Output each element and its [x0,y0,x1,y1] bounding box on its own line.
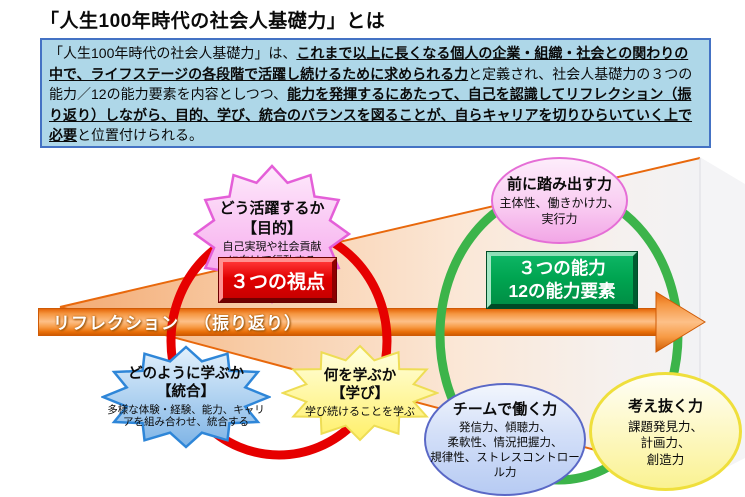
team-ellipse-desc: 発信力、傾聴力、 柔軟性、情況把握力、 規律性、ストレスコントロール力 [430,422,580,479]
definition-text: 「人生100年時代の社会人基礎力」は、これまで以上に長くなる個人の企業・組織・社… [49,45,693,143]
integration-star-title: どのように学ぶか 【統合】 [128,366,244,401]
learning-star-title: 何を学ぶか 【学び】 [323,367,397,402]
forward-ellipse: 前に踏み出す力 主体性、働きかけ力、 実行力 [491,157,628,244]
page-title: 「人生100年時代の社会人基礎力」とは [40,11,386,32]
abilities-box: ３つの能力 12の能力要素 [487,252,637,308]
learning-star-desc: 学び続けることを学ぶ [305,406,415,419]
integration-star-desc: 多様な体験・経験、能力、キャリ アを組み合わせ、統合する [107,403,265,429]
reflection-label-main: リフレクション [53,314,179,333]
definition-box: 「人生100年時代の社会人基礎力」は、これまで以上に長くなる個人の企業・組織・社… [40,38,711,148]
think-ellipse-desc: 課題発見力、 計画力、 創造力 [627,420,703,467]
integration-star: どのように学ぶか 【統合】 多様な体験・経験、能力、キャリ アを組み合わせ、統合… [101,345,271,449]
learning-star-shape [281,344,439,442]
think-ellipse-title: 考え抜く力 [627,398,703,416]
viewpoints-box: ３つの視点 [219,258,336,302]
reflection-label-sub: （振り返り） [194,314,302,333]
forward-ellipse-desc: 主体性、働きかけ力、 実行力 [499,196,620,226]
reflection-arrow-body [38,308,659,336]
integration-star-shape [101,345,271,449]
learning-star: 何を学ぶか 【学び】 学び続けることを学ぶ [281,344,439,442]
purpose-star-title: どう活躍するか 【目的】 [219,200,325,237]
reflection-arrowhead [655,291,706,353]
team-ellipse-title: チームで働く力 [452,401,558,419]
team-ellipse: チームで働く力 発信力、傾聴力、 柔軟性、情況把握力、 規律性、ストレスコントロ… [424,383,586,496]
forward-ellipse-title: 前に踏み出す力 [506,176,612,194]
think-ellipse: 考え抜く力 課題発見力、 計画力、 創造力 [589,372,742,491]
